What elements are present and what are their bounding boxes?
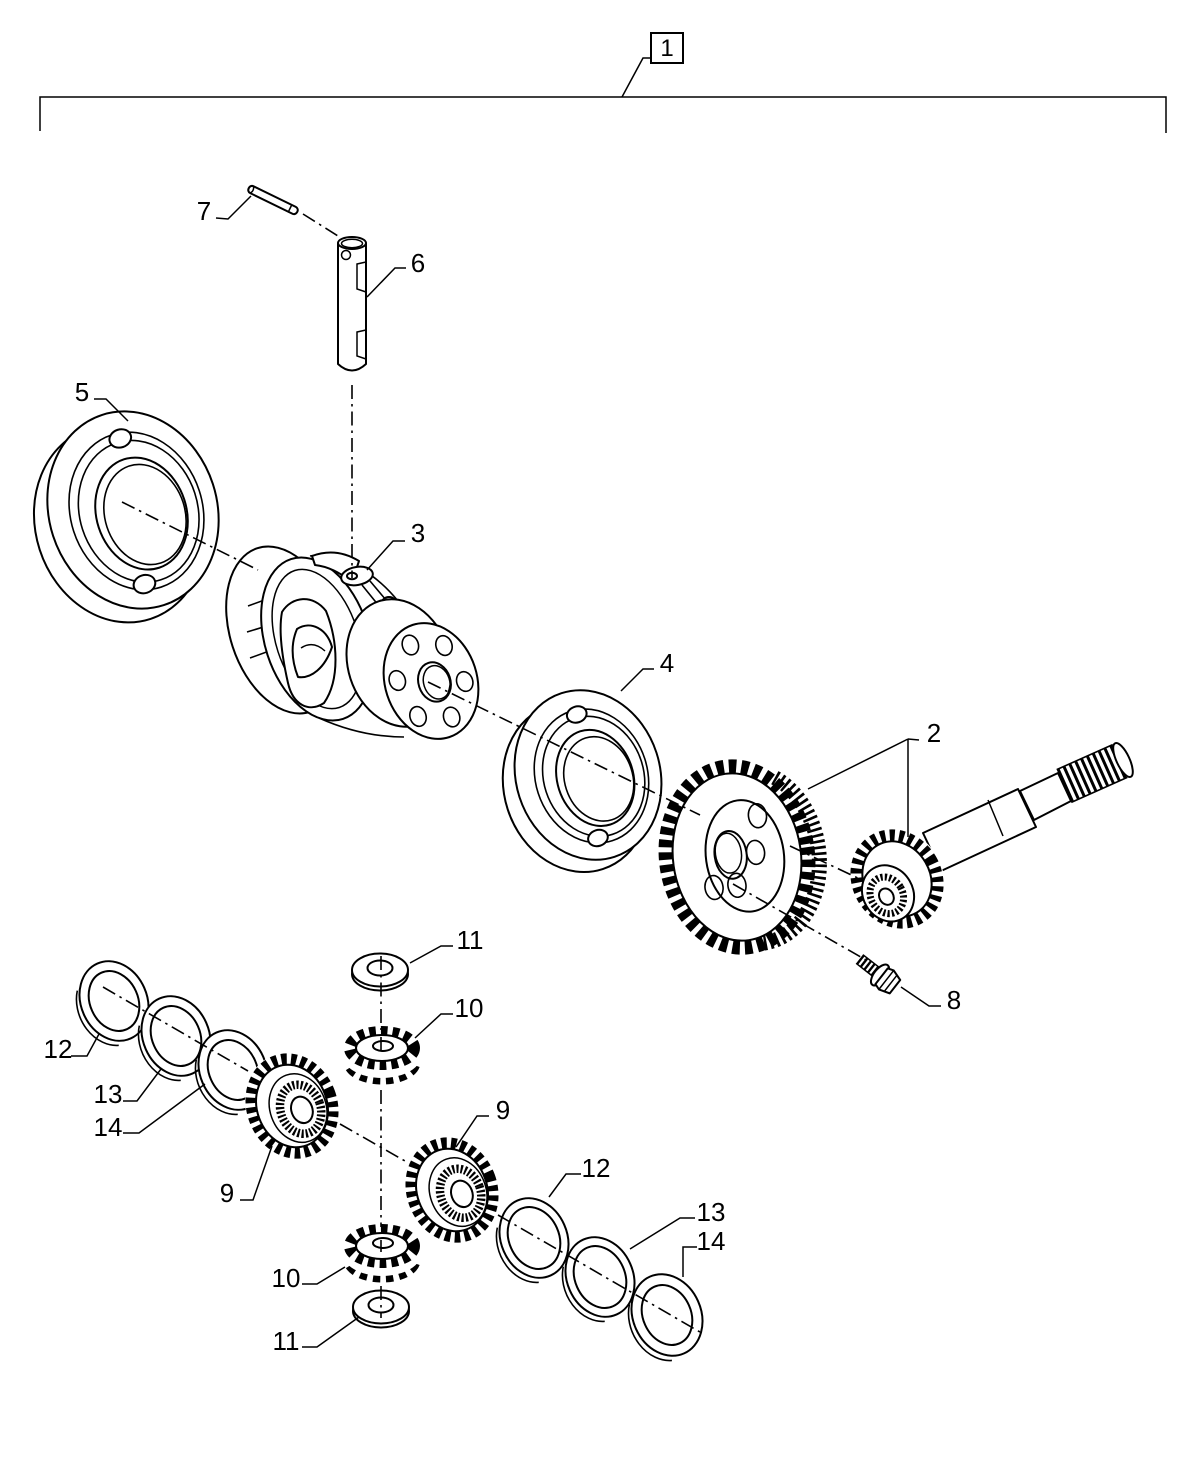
callout-13-right-label: 13 — [697, 1197, 726, 1227]
callout-11-top-label: 11 — [457, 925, 484, 955]
leader-line-3 — [366, 540, 405, 571]
callout-14-left-label: 14 — [94, 1112, 123, 1142]
roll-pin — [247, 184, 299, 216]
side-gear-right — [404, 1136, 500, 1244]
ring-gear — [656, 757, 827, 957]
leader-line-4 — [620, 668, 654, 692]
thrust-washer-12-right — [495, 1197, 570, 1284]
callout-1-label: 1 — [660, 35, 673, 62]
side-gear-axis-center-line — [497, 1214, 701, 1333]
carrier-bearing-right — [501, 689, 663, 874]
leader-line-11-top — [409, 945, 453, 964]
assembly-bracket: 1 — [39, 32, 1167, 133]
callouts: 2 3 4 5 6 7 8 9 9 10 10 11 11 12 12 13 1 — [44, 195, 961, 1356]
callout-12-left-label: 12 — [44, 1034, 73, 1064]
callout-11-bottom-label: 11 — [273, 1326, 300, 1356]
side-gear-axis-center-line — [102, 986, 249, 1072]
callout-3-label: 3 — [411, 518, 425, 548]
callout-1-box — [650, 32, 684, 64]
callout-10-top-label: 10 — [455, 993, 484, 1023]
callout-12-right-label: 12 — [582, 1153, 611, 1183]
leader-line-2 — [807, 738, 920, 837]
callout-13-left-label: 13 — [94, 1079, 123, 1109]
callout-5-label: 5 — [75, 377, 89, 407]
leader-line-9-right — [455, 1115, 489, 1148]
leader-line-6 — [366, 267, 406, 298]
callout-7-label: 7 — [197, 196, 211, 226]
leader-line-13-right — [629, 1217, 695, 1250]
side-gear-axis-center-line — [339, 1123, 406, 1162]
spider-pinion-top — [342, 1026, 422, 1085]
leader-line-11-bottom — [302, 1316, 360, 1348]
leader-line-9-left — [240, 1145, 273, 1201]
leader-line-7 — [215, 195, 252, 220]
leader-line-5 — [94, 398, 129, 422]
pinion-cross-shaft — [337, 236, 367, 372]
leader-line-10-top — [414, 1013, 453, 1039]
leader-line-10-bottom — [302, 1266, 346, 1285]
differential-case — [225, 545, 480, 740]
thrust-washer-13-right — [561, 1236, 636, 1323]
callout-8-label: 8 — [947, 985, 961, 1015]
main-axis-center-line — [789, 845, 863, 881]
thrust-washer-12-left — [75, 960, 150, 1047]
callout-2-label: 2 — [927, 718, 941, 748]
flange-bolt — [855, 954, 902, 995]
leader-line-14-left — [123, 1083, 206, 1134]
main-axis-center-line — [121, 501, 259, 571]
pin-axis-center-line — [302, 213, 339, 237]
callout-6-label: 6 — [411, 248, 425, 278]
leader-line-12-left — [71, 1033, 100, 1057]
side-gear-left — [244, 1052, 340, 1160]
leader-line-8 — [900, 986, 941, 1007]
leader-line-12-right — [548, 1173, 581, 1198]
callout-10-bottom-label: 10 — [272, 1263, 301, 1293]
spider-washer-top — [351, 952, 409, 992]
leader-line-1 — [621, 57, 652, 98]
bevel-pinion-shaft — [849, 742, 1134, 930]
callout-4-label: 4 — [660, 648, 674, 678]
leader-line-13-left — [123, 1068, 162, 1102]
leader-line-14-right — [682, 1246, 697, 1277]
callout-9-right-label: 9 — [496, 1095, 510, 1125]
callout-14-right-label: 14 — [697, 1226, 726, 1256]
thrust-washer-14-right — [627, 1273, 704, 1362]
carrier-bearing-left — [32, 410, 220, 624]
main-axis-center-line — [427, 681, 701, 816]
center-lines — [102, 213, 867, 1333]
callout-9-left-label: 9 — [220, 1178, 234, 1208]
spider-pinion-bottom — [342, 1224, 422, 1283]
